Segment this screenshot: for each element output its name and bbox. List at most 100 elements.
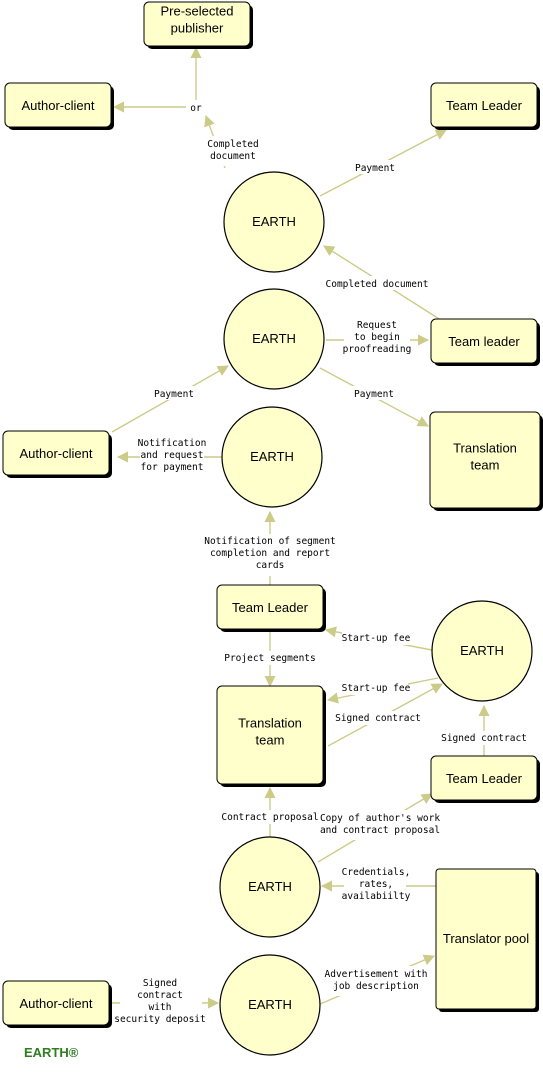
node-earth-5: [219, 836, 321, 938]
label-startup-fee-2-line: Start-up fee: [342, 683, 411, 694]
node-team-leader-3: [216, 584, 324, 630]
node-earth-1: [223, 171, 325, 273]
node-team-leader-1-label: Team Leader: [446, 98, 523, 113]
label-contract-proposal: Contract proposal: [221, 812, 318, 823]
label-notification-payment-line: for payment: [141, 462, 204, 473]
label-contract-proposal-line: Contract proposal: [221, 812, 318, 823]
label-signed-contract-1-line: Signed contract: [335, 713, 421, 724]
label-request-proofreading-line: proofreading: [343, 344, 412, 355]
node-earth-6-label-line: EARTH: [248, 997, 292, 1012]
label-project-segments-line: Project segments: [224, 653, 316, 664]
node-team-leader-4-label-line: Team Leader: [446, 771, 523, 786]
label-notification-segment-line: Notification of segment: [204, 536, 336, 547]
label-completed-document-2: Completed document: [326, 279, 429, 290]
node-earth-2-label: EARTH: [252, 331, 296, 346]
label-signed-contract-deposit-line: with: [149, 1002, 172, 1013]
label-project-segments: Project segments: [224, 653, 316, 664]
label-payment-3: Payment: [354, 389, 394, 400]
label-payment-1-line: Payment: [355, 163, 395, 174]
label-notification-payment-line: Notification: [138, 438, 207, 449]
node-author-client-1-label-line: Author-client: [22, 98, 95, 113]
label-credentials-line: rates,: [359, 879, 393, 890]
label-startup-fee-1: Start-up fee: [342, 633, 411, 644]
label-completed-document-2-line: Completed document: [326, 279, 429, 290]
node-earth-4: [431, 600, 533, 702]
node-author-client-3-label-line: Author-client: [20, 996, 93, 1011]
label-credentials-line: availabiilty: [342, 891, 411, 902]
node-earth-6-label: EARTH: [248, 997, 292, 1012]
label-startup-fee-2: Start-up fee: [342, 683, 411, 694]
node-author-client-3: [2, 980, 110, 1026]
label-completed-document-1-line: document: [210, 151, 256, 162]
node-author-client-2: [2, 430, 110, 476]
node-author-client-1-label: Author-client: [22, 98, 95, 113]
label-notification-segment-line: completion and report: [210, 548, 330, 559]
node-translator-pool: [435, 868, 537, 1010]
label-credentials: Credentials,rates,availabiilty: [342, 867, 411, 902]
node-translation-team-1-label-line: Translation: [453, 441, 517, 456]
node-translation-team-1-label-line: team: [471, 458, 500, 473]
node-translator-pool-label-line: Translator pool: [443, 931, 529, 946]
node-earth-4-label: EARTH: [460, 643, 504, 658]
node-translation-team-2-label-line: team: [256, 733, 285, 748]
node-translator-pool-label: Translator pool: [443, 931, 529, 946]
node-earth-5-label: EARTH: [248, 879, 292, 894]
label-copy-authors-work-line: and contract proposal: [320, 825, 440, 836]
node-team-leader-3-label-line: Team Leader: [232, 600, 309, 615]
label-payment-2: Payment: [154, 389, 194, 400]
node-earth-6: [219, 954, 321, 1056]
node-preselected-publisher-label-line: Pre-selected: [161, 4, 234, 19]
label-signed-contract-1: Signed contract: [335, 713, 421, 724]
label-request-proofreading-line: to begin: [354, 332, 400, 343]
node-author-client-2-label: Author-client: [20, 446, 93, 461]
node-translation-team-1: [429, 411, 541, 509]
label-advertisement-line: job description: [333, 981, 419, 992]
label-or-line: or: [190, 103, 202, 114]
label-signed-contract-2: Signed contract: [441, 733, 527, 744]
node-author-client-2-label-line: Author-client: [20, 446, 93, 461]
label-signed-contract-deposit-line: Signed: [143, 978, 177, 989]
label-notification-segment-line: cards: [256, 560, 285, 571]
node-earth-4-label-line: EARTH: [460, 643, 504, 658]
label-payment-3-line: Payment: [354, 389, 394, 400]
label-signed-contract-2-line: Signed contract: [441, 733, 527, 744]
label-payment-1: Payment: [355, 163, 395, 174]
node-team-leader-2-label: Team leader: [448, 334, 520, 349]
node-translation-team-2-label-line: Translation: [238, 716, 302, 731]
label-or: or: [190, 103, 202, 114]
node-team-leader-4: [430, 755, 538, 801]
node-team-leader-2: [430, 318, 538, 364]
node-translation-team-2-label: Translation team: [238, 716, 302, 748]
edge-or-to-publisher: [186, 46, 202, 108]
node-earth-2: [223, 288, 325, 390]
node-earth-5-label-line: EARTH: [248, 879, 292, 894]
node-preselected-publisher: [143, 1, 251, 47]
label-startup-fee-1-line: Start-up fee: [342, 633, 411, 644]
node-team-leader-1: [430, 82, 538, 128]
node-translation-team-1-label: Translation team: [453, 441, 517, 473]
node-author-client-3-label: Author-client: [20, 996, 93, 1011]
node-team-leader-2-label-line: Team leader: [448, 334, 520, 349]
brand-logo-text: EARTH®: [24, 1045, 79, 1060]
node-earth-1-label-line: EARTH: [252, 214, 296, 229]
label-copy-authors-work-line: Copy of author's work: [320, 813, 440, 824]
label-completed-document-1-line: Completed: [207, 139, 258, 150]
label-signed-contract-deposit-line: contract: [137, 990, 183, 1001]
node-team-leader-4-label: Team Leader: [446, 771, 523, 786]
label-notification-payment-line: and request: [141, 450, 204, 461]
node-earth-1-label: EARTH: [252, 214, 296, 229]
node-translation-team-2: [216, 685, 324, 785]
node-earth-3-label-line: EARTH: [250, 449, 294, 464]
node-earth-3-label: EARTH: [250, 449, 294, 464]
node-earth-2-label-line: EARTH: [252, 331, 296, 346]
label-request-proofreading-line: Request: [357, 320, 397, 331]
node-team-leader-3-label: Team Leader: [232, 600, 309, 615]
node-team-leader-1-label-line: Team Leader: [446, 98, 523, 113]
